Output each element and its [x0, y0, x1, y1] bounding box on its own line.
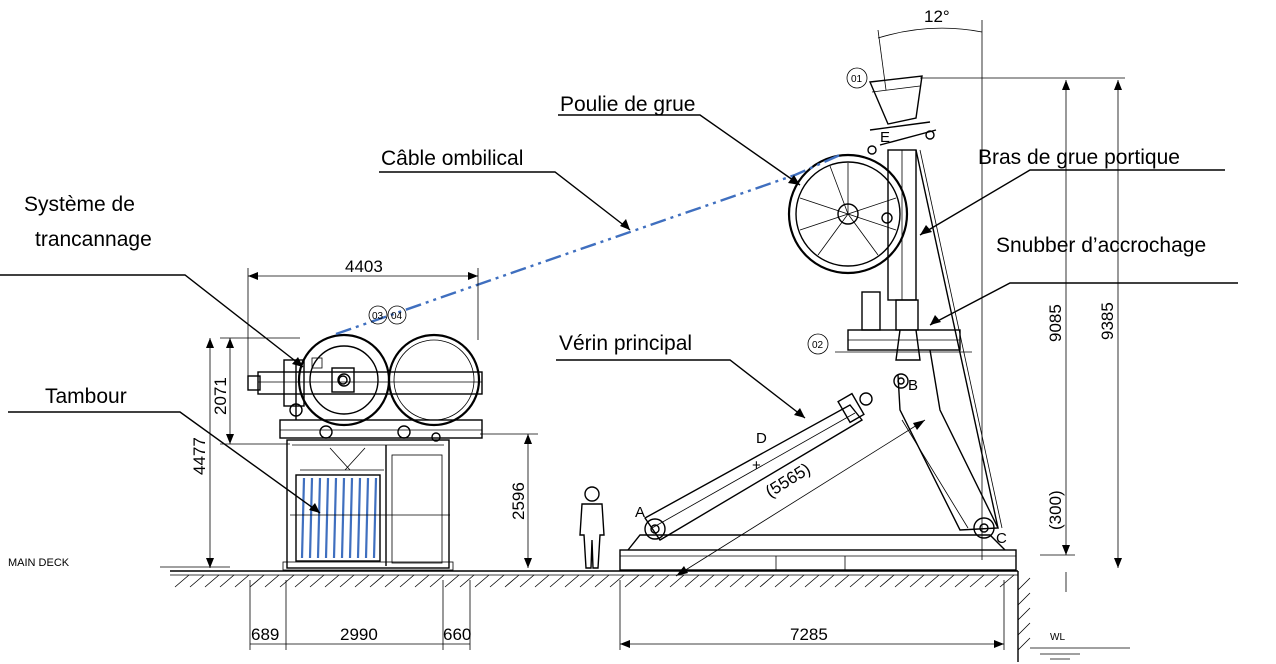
dim-2071: 2071	[211, 377, 230, 415]
dim-2596: 2596	[509, 482, 528, 520]
label-leaders	[0, 114, 1238, 514]
label-bras-de-grue-portique: Bras de grue portique	[978, 146, 1180, 169]
svg-text:02: 02	[812, 340, 824, 351]
dim-9085: 9085	[1046, 304, 1065, 342]
waterline-label: WL	[1050, 632, 1065, 643]
point-e: E	[880, 129, 890, 146]
svg-text:03: 03	[372, 311, 384, 322]
dim-7285: 7285	[790, 625, 828, 644]
point-b: B	[908, 377, 918, 394]
main-deck: MAIN DECK WL	[8, 557, 1130, 662]
dim-4477: 4477	[190, 437, 209, 475]
label-cable-ombilical: Câble ombilical	[381, 147, 523, 170]
point-d: D	[756, 430, 767, 447]
label-snubber-accrochage: Snubber d’accrochage	[996, 234, 1206, 257]
label-poulie-de-grue: Poulie de grue	[560, 93, 695, 116]
label-trancannage: trancannage	[35, 228, 152, 251]
winch-assembly	[247, 333, 483, 571]
point-a: A	[635, 504, 645, 521]
dim-2990: 2990	[340, 625, 378, 644]
dim-9385: 9385	[1098, 302, 1117, 340]
dim-4403: 4403	[345, 257, 383, 276]
dim-5565: (5565)	[762, 459, 814, 501]
point-c: C	[996, 530, 1007, 547]
marker-01: 01	[846, 67, 868, 89]
svg-text:04: 04	[391, 311, 403, 322]
marker-03: 03	[368, 305, 388, 325]
dim-300: (300)	[1046, 490, 1065, 530]
a-frame-crane: +	[619, 75, 1017, 571]
label-verin-principal: Vérin principal	[559, 332, 692, 355]
svg-text:+: +	[752, 457, 761, 474]
umbilical-cable	[335, 153, 841, 336]
human-scale-figure	[579, 486, 605, 569]
dim-689: 689	[251, 625, 279, 644]
dimension-arrowheads	[206, 80, 1122, 648]
svg-text:01: 01	[851, 74, 863, 85]
drum-cable-lay	[300, 477, 378, 559]
main-deck-label: MAIN DECK	[8, 557, 70, 569]
label-tambour: Tambour	[45, 385, 127, 408]
marker-04: 04	[387, 305, 407, 325]
marker-02: 02	[807, 333, 829, 355]
dim-angle-12: 12°	[924, 7, 950, 26]
dimension-lines	[209, 20, 1125, 650]
dim-660: 660	[443, 625, 471, 644]
leader-arrowheads	[292, 175, 941, 513]
label-systeme-de: Système de	[24, 193, 135, 216]
